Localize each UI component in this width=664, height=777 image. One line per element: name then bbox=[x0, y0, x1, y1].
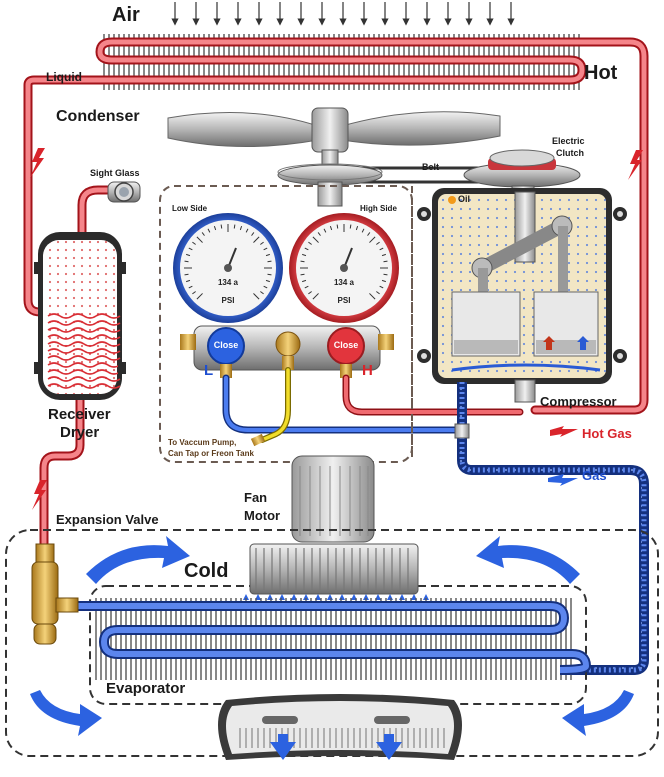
low-side-gauge bbox=[173, 213, 283, 323]
gauge-unit-high: PSI bbox=[337, 296, 351, 305]
label-oil: Oil bbox=[458, 194, 471, 204]
label-liquid: Liquid bbox=[46, 70, 82, 84]
label-condenser: Condenser bbox=[56, 108, 140, 125]
label-evaporator: Evaporator bbox=[106, 680, 186, 697]
high-side-gauge bbox=[289, 213, 399, 323]
label-air: Air bbox=[112, 4, 140, 26]
flow-arrows-red bbox=[30, 148, 643, 510]
label-expansion-valve: Expansion Valve bbox=[56, 512, 159, 527]
close-valve-high[interactable]: Close bbox=[333, 340, 359, 350]
compressor bbox=[417, 188, 627, 403]
label-dryer: Dryer bbox=[60, 424, 100, 441]
fan-motor bbox=[291, 455, 375, 543]
label-cold: Cold bbox=[184, 560, 229, 582]
label-hot-gas: Hot Gas bbox=[582, 426, 632, 441]
label-compressor: Compressor bbox=[540, 394, 617, 409]
label-electric: Electric bbox=[552, 136, 585, 146]
gas-arrow-icon bbox=[548, 474, 578, 486]
blower-wheel bbox=[249, 543, 419, 595]
gauge-ref-high: 134 a bbox=[333, 278, 355, 287]
liquid-line bbox=[23, 92, 112, 545]
label-fan: Fan bbox=[244, 490, 268, 505]
sight-glass-pipe bbox=[140, 192, 160, 210]
label-high-side: High Side bbox=[360, 204, 397, 213]
receiver-dryer bbox=[34, 232, 126, 400]
evaporator-fins bbox=[95, 598, 572, 680]
gauge-panel-border bbox=[159, 185, 413, 463]
evaporator-inner-box bbox=[89, 585, 587, 705]
service-port bbox=[454, 423, 470, 439]
condenser-coil bbox=[23, 37, 649, 415]
cold-air-arrows bbox=[30, 536, 634, 736]
label-motor: Motor bbox=[244, 508, 281, 523]
air-vent bbox=[218, 694, 462, 760]
label-belt: Belt bbox=[422, 162, 440, 172]
label-receiver: Receiver bbox=[48, 406, 111, 423]
expansion-valve bbox=[31, 543, 79, 645]
label-sight-glass: Sight Glass bbox=[90, 168, 140, 178]
label-gauge-high-letter: H bbox=[362, 362, 373, 379]
condenser-fan bbox=[167, 107, 501, 173]
evaporator-coil bbox=[78, 601, 592, 675]
close-valve-low[interactable]: Close bbox=[213, 340, 239, 350]
label-clutch: Clutch bbox=[556, 148, 584, 158]
label-gauge-low-letter: L bbox=[204, 362, 214, 379]
label-hot: Hot bbox=[584, 62, 618, 84]
air-arrows bbox=[171, 2, 515, 26]
sight-glass bbox=[107, 181, 141, 203]
suction-line bbox=[457, 382, 649, 675]
manifold bbox=[180, 325, 394, 378]
label-vacuum-2: Can Tap or Freon Tank bbox=[168, 449, 254, 458]
gauge-ref-low: 134 a bbox=[217, 278, 239, 287]
service-hoses bbox=[222, 367, 524, 447]
label-vacuum-1: To Vaccum Pump, bbox=[168, 438, 237, 447]
belt bbox=[277, 149, 581, 209]
gauge-unit-low: PSI bbox=[221, 296, 235, 305]
label-gas: Gas bbox=[582, 468, 607, 483]
label-low-side: Low Side bbox=[172, 204, 208, 213]
